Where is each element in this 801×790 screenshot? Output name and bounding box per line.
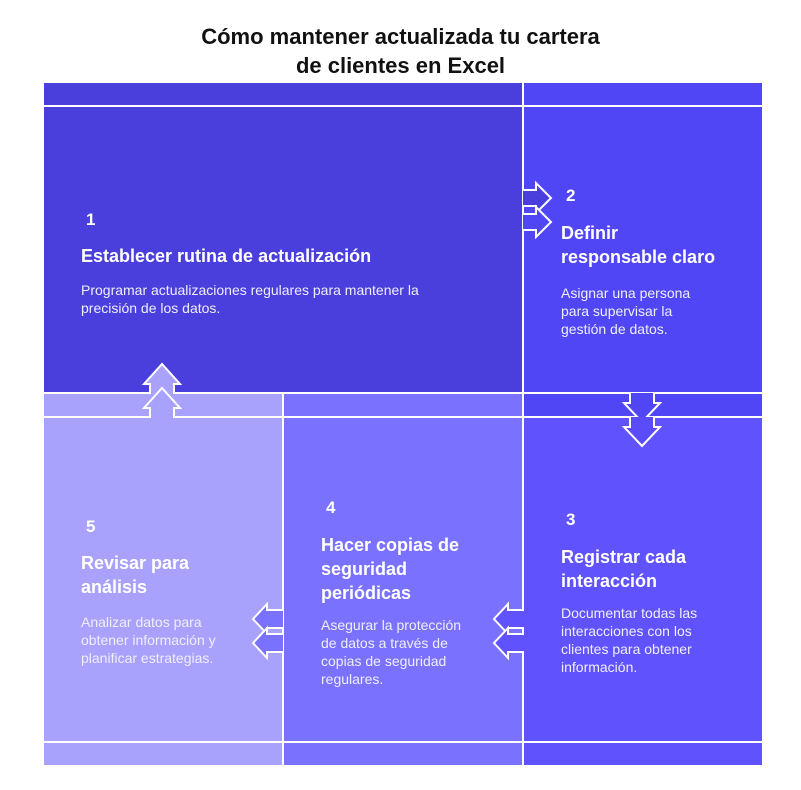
grid-line	[44, 105, 762, 107]
grid-line	[44, 392, 762, 394]
step-1-heading: Establecer rutina de actualización	[81, 246, 372, 266]
description-line: regulares.	[321, 671, 384, 687]
heading-line: interacción	[561, 571, 658, 591]
title-line-2: de clientes en Excel	[295, 53, 506, 78]
description-line: gestión de datos.	[561, 321, 668, 337]
heading-line: seguridad	[321, 559, 408, 579]
description-line: Asegurar la protección	[321, 617, 462, 633]
step-2-panel	[523, 83, 762, 417]
grid-line	[282, 392, 284, 765]
heading-line: Hacer copias de	[321, 535, 460, 555]
description-line: para supervisar la	[561, 303, 673, 319]
arrow-down-icon	[621, 393, 663, 448]
grid-line	[44, 741, 762, 743]
description-line: clientes para obtener	[561, 641, 692, 657]
step-3-panel	[523, 417, 762, 765]
description-line: copias de seguridad	[321, 653, 447, 669]
step-1-description: Programar actualizaciones regulares para…	[81, 281, 419, 317]
step-5-number: 5	[86, 517, 96, 536]
step-5-panel	[44, 393, 283, 765]
description-line: Analizar datos para	[81, 614, 202, 630]
heading-line: periódicas	[321, 583, 412, 603]
description-line: interacciones con los	[561, 623, 692, 639]
description-line: obtener información y	[81, 632, 216, 648]
description-line: Documentar todas las	[561, 605, 698, 621]
step-2-heading: Definir responsable claro	[561, 221, 715, 269]
heading-line: Revisar para	[81, 553, 190, 573]
step-2-number: 2	[566, 186, 576, 205]
step-1-number: 1	[86, 210, 96, 229]
heading-line: Registrar cada	[561, 547, 687, 567]
step-4-number: 4	[326, 498, 336, 517]
description-line: planificar estrategias.	[81, 650, 214, 666]
description-line: de datos a través de	[321, 635, 448, 651]
step-3-heading: Registrar cada interacción	[561, 545, 686, 593]
step-4-panel	[283, 393, 523, 765]
heading-line: análisis	[81, 577, 148, 597]
step-3-number: 3	[566, 510, 576, 529]
step-5-heading: Revisar para análisis	[81, 551, 189, 599]
page-title: Cómo mantener actualizada tu cartera de …	[0, 22, 801, 80]
description-line: información.	[561, 659, 638, 675]
description-line: Asignar una persona	[561, 285, 691, 301]
arrow-left-icon	[492, 601, 524, 661]
arrow-left-icon	[251, 601, 283, 661]
title-line-1: Cómo mantener actualizada tu cartera	[201, 24, 600, 49]
step-5-description: Analizar datos para obtener información …	[81, 613, 216, 667]
grid-line	[44, 416, 762, 418]
step-1-panel	[44, 83, 523, 393]
grid-line	[522, 83, 524, 765]
step-3-description: Documentar todas las interacciones con l…	[561, 604, 697, 676]
description-line: precisión de los datos.	[81, 300, 221, 316]
heading-line: responsable claro	[561, 247, 716, 267]
heading-line: Definir	[561, 223, 619, 243]
step-4-heading: Hacer copias de seguridad periódicas	[321, 533, 459, 605]
arrow-up-icon	[141, 362, 183, 418]
step-4-description: Asegurar la protección de datos a través…	[321, 616, 461, 688]
arrow-right-icon	[523, 180, 553, 240]
description-line: Programar actualizaciones regulares para…	[81, 282, 419, 298]
step-2-description: Asignar una persona para supervisar la g…	[561, 284, 690, 338]
